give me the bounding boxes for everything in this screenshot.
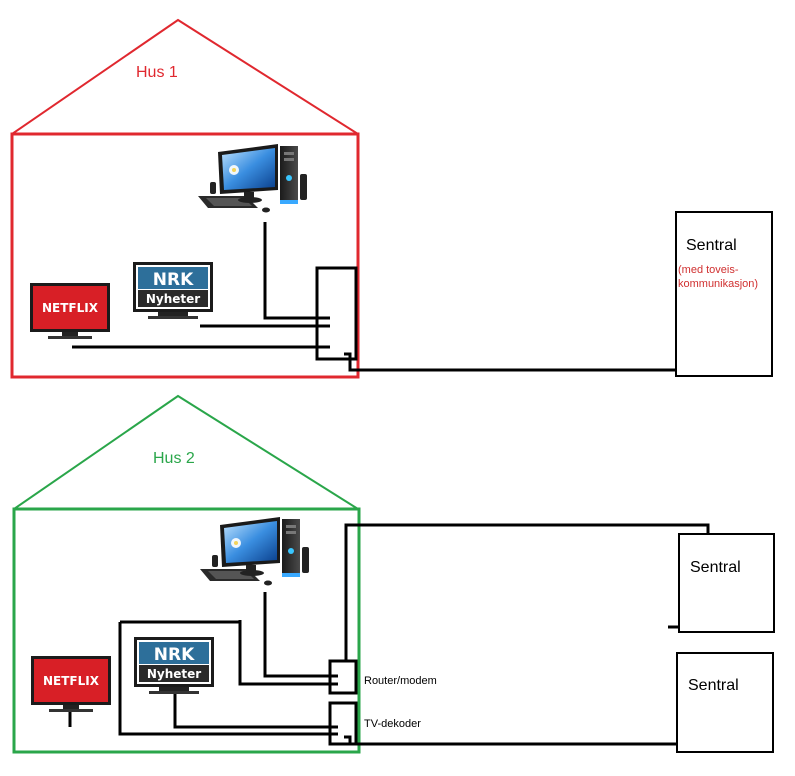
netflix-tv-icon: NETFLIX xyxy=(30,283,110,339)
desktop-computer-icon xyxy=(198,144,307,213)
nrk-tv-icon: NRK Nyheter xyxy=(133,262,213,319)
nrk-logo: NRK xyxy=(153,270,194,290)
netflix-logo: NETFLIX xyxy=(42,301,99,315)
house-2-sentral-top-title: Sentral xyxy=(690,559,741,576)
house-1-sentral-note: (med toveis- kommunikasjon) xyxy=(678,264,758,290)
house-2-wiring xyxy=(68,523,710,746)
house-1: Hus 1 NRK Nyheter NETFLIX xyxy=(10,18,773,379)
house-1-walls xyxy=(10,132,360,379)
nrk-logo: NRK xyxy=(154,645,195,665)
nrk-tv-icon: NRK Nyheter xyxy=(134,637,214,694)
netflix-logo: NETFLIX xyxy=(43,674,100,688)
tv-decoder-label: TV-dekoder xyxy=(364,718,421,730)
router-modem-label: Router/modem xyxy=(364,675,437,687)
house-2-roof xyxy=(13,394,359,510)
house-1-wiring xyxy=(72,222,676,372)
house-2: Hus 2 Router/modem TV-dekoder xyxy=(12,394,775,754)
netflix-tv-icon: NETFLIX xyxy=(31,656,111,712)
house-2-walls xyxy=(12,507,361,754)
desktop-computer-icon xyxy=(200,517,309,586)
house-2-sentral-top-box xyxy=(678,533,775,633)
nrk-tv-text: Nyheter xyxy=(146,292,200,306)
house-2-sentral-bottom-box xyxy=(676,652,774,753)
house-2-title: Hus 2 xyxy=(153,450,195,467)
nrk-tv-text: Nyheter xyxy=(147,667,201,681)
house-1-sentral-title: Sentral xyxy=(686,237,737,254)
house-1-title: Hus 1 xyxy=(136,64,178,81)
house-2-sentral-bottom-title: Sentral xyxy=(688,677,739,694)
house-1-sentral-box xyxy=(675,211,773,377)
tv-decoder-box xyxy=(328,701,358,746)
house-1-roof xyxy=(11,18,359,135)
